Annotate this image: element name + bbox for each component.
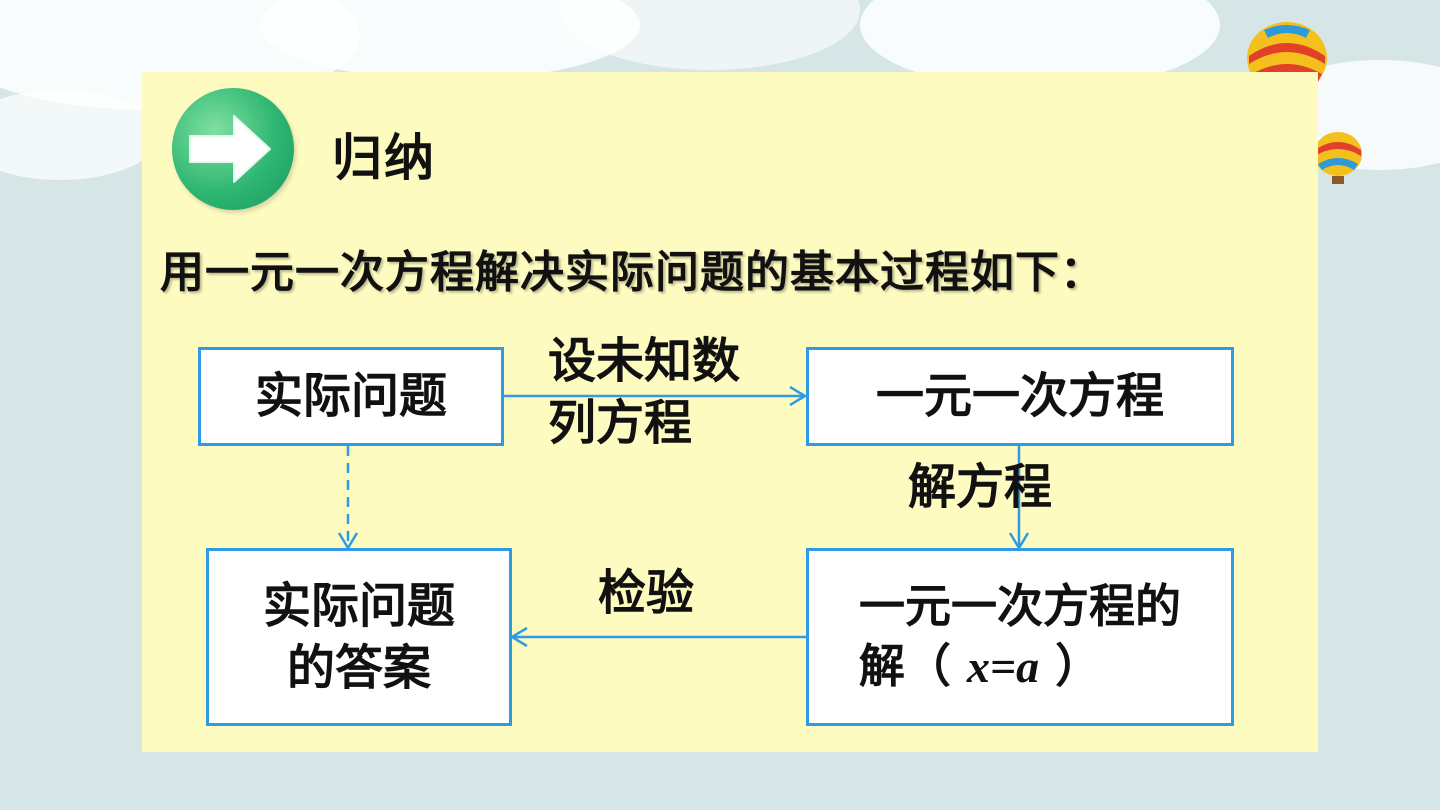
solution-prefix: 解（ [858, 639, 951, 693]
box-actual-answer-line2: 的答案 [286, 640, 431, 696]
box-linear-equation-label: 一元一次方程 [875, 368, 1164, 425]
hot-air-balloon-icon [1314, 132, 1362, 184]
page-title: 归纳 [332, 129, 436, 187]
box-actual-answer-line1: 实际问题 [262, 577, 455, 634]
page-subtitle: 用一元一次方程解决实际问题的基本过程如下： [160, 247, 1105, 298]
box-equation-solution-line2: 解（ x=a ） [859, 637, 1101, 697]
step-set-unknown-line1: 设未知数 [548, 333, 741, 389]
step-set-unknown-line2: 列方程 [548, 395, 693, 452]
step-solve-equation: 解方程 [908, 459, 1053, 515]
box-actual-answer: 实际问题 的答案 [206, 548, 512, 726]
box-equation-solution-line1: 一元一次方程的 [859, 579, 1181, 634]
box-actual-problem-label: 实际问题 [254, 368, 447, 425]
box-actual-problem: 实际问题 [198, 347, 504, 446]
step-check: 检验 [598, 565, 695, 621]
cloud-decoration [0, 90, 160, 180]
box-linear-equation: 一元一次方程 [806, 347, 1234, 446]
arrow-right-icon [172, 88, 294, 210]
step-set-unknown: 设未知数 列方程 [548, 330, 740, 455]
solution-suffix: ） [1055, 639, 1102, 693]
box-equation-solution: 一元一次方程的 解（ x=a ） [806, 548, 1234, 726]
solution-variable: x=a [966, 641, 1040, 692]
